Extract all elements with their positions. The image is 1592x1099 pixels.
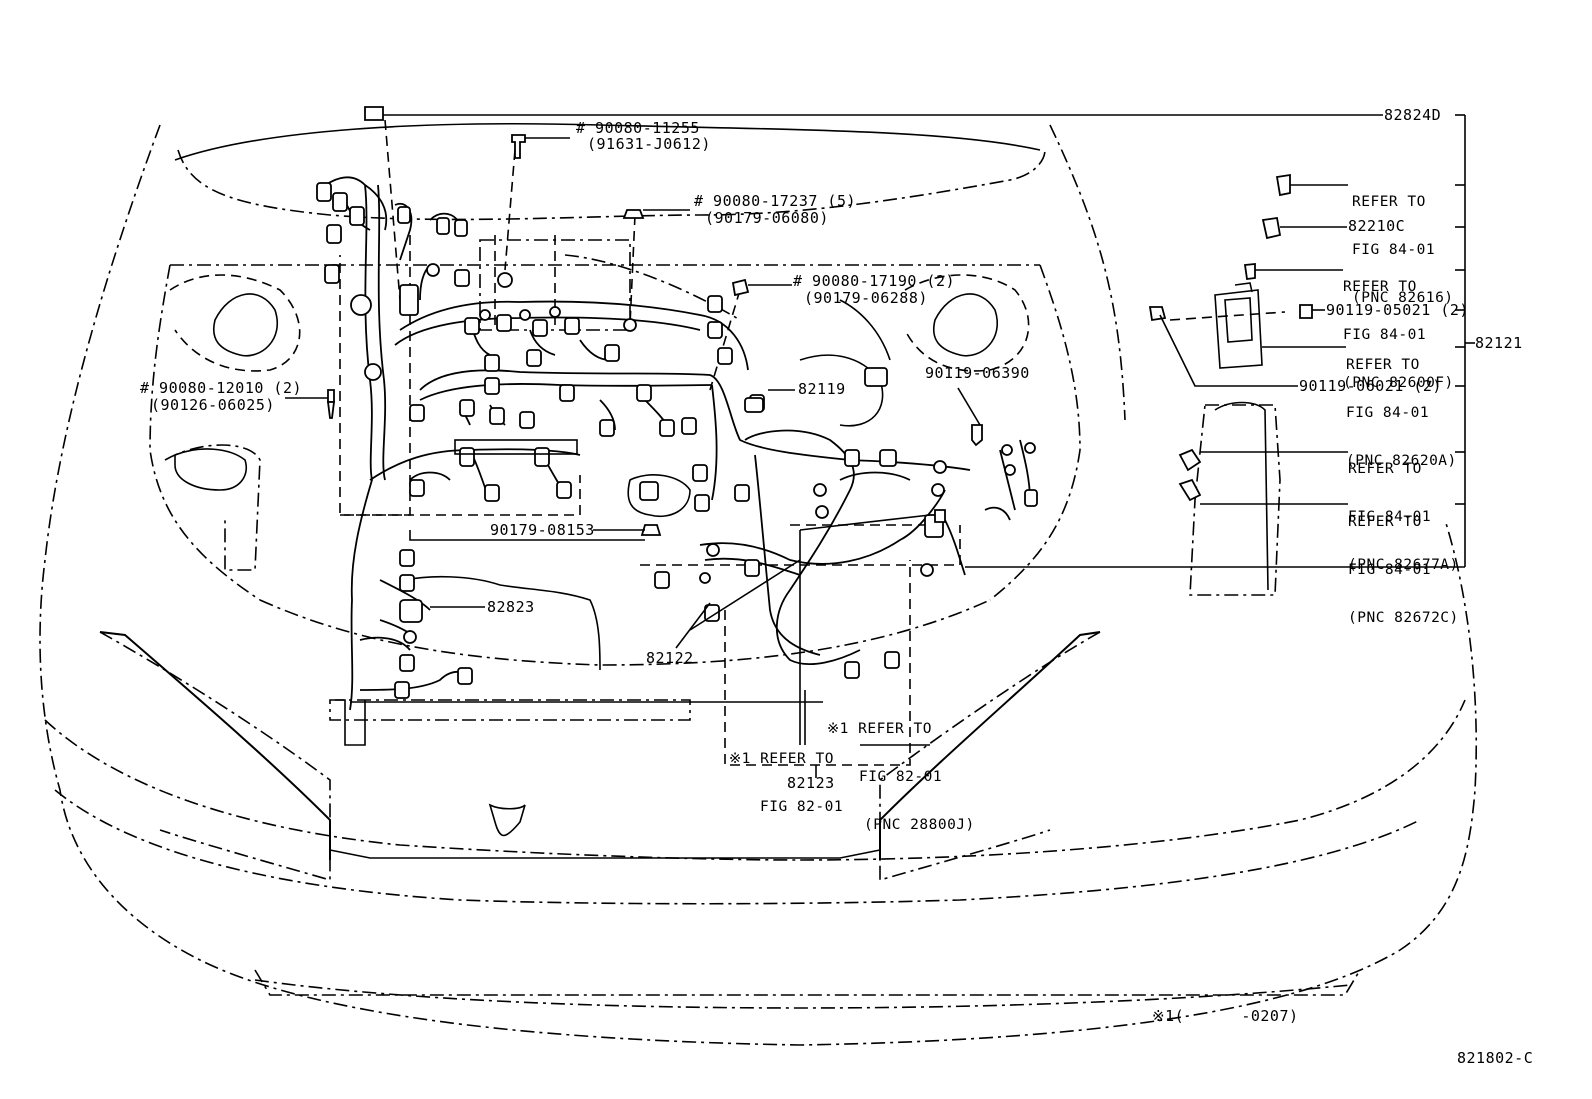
part-label-82824d: 82824D (1384, 106, 1442, 124)
footnote: ※1( -0207) (1152, 1007, 1299, 1025)
ref-82600f-line-2: FIG 84-01 (1343, 327, 1427, 343)
ref-82677a-line-2: FIG 84-01 (1348, 509, 1432, 525)
ref-82616: REFER TO FIG 84-01 (PNC 82616) (1352, 162, 1454, 322)
ref-28800j: ※1 REFER TO FIG 82-01 (PNC 28800J) (827, 689, 975, 849)
bolt-label-90119-05021: 90119-05021 (2) (1326, 301, 1469, 319)
ref-82620a-line-1: REFER TO (1346, 357, 1420, 373)
bolt-label-90119-06021: 90119-06021 (2) (1299, 377, 1442, 395)
ref-82672c-line-3: (PNC 82672C) (1348, 610, 1459, 626)
connectors (316, 182, 1038, 699)
part-label-82121: 82121 (1475, 334, 1523, 352)
bolt-label-90119-06390: 90119-06390 (925, 364, 1030, 382)
ref-82677a-line-3: (PNC 82677A) (1348, 557, 1459, 573)
ref-28800j-line-2: FIG 82-01 (859, 769, 943, 785)
part-label-82123: 82123 (787, 774, 835, 792)
nut-label-90179-06080: (90179-06080) (705, 209, 829, 227)
ref-82672c-line-2: FIG 84-01 (1348, 562, 1432, 578)
part-label-82823: 82823 (487, 598, 535, 616)
nut-label-90080-17190: # 90080-17190 (2) (793, 272, 956, 290)
ref-82616-line-2: FIG 84-01 (1352, 242, 1436, 258)
ref-82620a-line-2: FIG 84-01 (1346, 405, 1430, 421)
wire-harness (319, 176, 1031, 711)
ref-82600f-line-3: (PNC 82600F) (1343, 375, 1454, 391)
nut-label-90080-17237: # 90080-17237 (5) (694, 192, 857, 210)
ref-82616-line-3: (PNC 82616) (1352, 290, 1454, 306)
ref-82672c-line-1: REFER TO (1348, 514, 1422, 530)
part-label-82119: 82119 (798, 380, 846, 398)
bolt-label-91631-j0612: (91631-J0612) (587, 135, 711, 153)
fasteners (326, 106, 1313, 536)
ref-82672c: REFER TO FIG 84-01 (PNC 82672C) (1348, 482, 1459, 642)
leader-lines (285, 114, 1475, 778)
bolt-label-90080-12010: # 90080-12010 (2) (140, 379, 303, 397)
ref-fig-82-01-line-2: FIG 82-01 (760, 799, 844, 815)
ref-82677a-line-1: REFER TO (1348, 461, 1422, 477)
ref-28800j-line-3: (PNC 28800J) (864, 817, 975, 833)
ref-82600f: REFER TO FIG 84-01 (PNC 82600F) (1343, 247, 1454, 407)
ref-82616-line-1: REFER TO (1352, 194, 1426, 210)
engine-block (339, 119, 1286, 766)
ref-82677a: REFER TO FIG 84-01 (PNC 82677A) (1348, 429, 1459, 589)
ref-fig-82-01-line-1: ※1 REFER TO (729, 751, 834, 767)
ref-82620a: REFER TO FIG 84-01 (PNC 82620A) (1346, 325, 1457, 485)
ref-28800j-line-1: ※1 REFER TO (827, 721, 932, 737)
ref-fig-82-01: ※1 REFER TO FIG 82-01 (729, 719, 843, 831)
figure-id: 821802-C (1457, 1049, 1534, 1067)
nut-label-90179-08153: 90179-08153 (490, 521, 595, 539)
part-label-82210c: 82210C (1348, 217, 1406, 235)
bolt-label-90080-11255: # 90080-11255 (576, 119, 700, 137)
part-label-82122: 82122 (646, 649, 694, 667)
ref-82600f-line-1: REFER TO (1343, 279, 1417, 295)
nut-label-90179-06288: (90179-06288) (804, 289, 928, 307)
ref-82620a-line-3: (PNC 82620A) (1346, 453, 1457, 469)
bolt-label-90126-06025: (90126-06025) (151, 396, 275, 414)
vehicle-outline (39, 122, 1478, 1046)
